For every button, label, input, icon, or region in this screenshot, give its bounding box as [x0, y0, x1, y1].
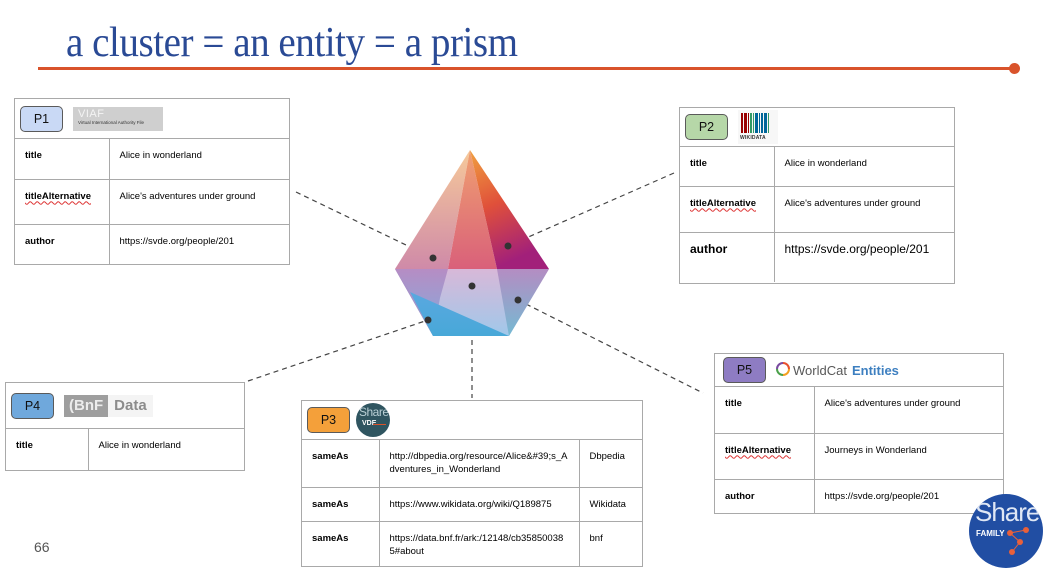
property-value: Alice in wonderland — [87, 429, 244, 470]
property-value: https://svde.org/people/201 — [813, 478, 1003, 513]
card-p2-table: title Alice in wonderland titleAlternati… — [680, 147, 954, 282]
slide-title: a cluster = an entity = a prism — [66, 20, 518, 66]
page-number: 66 — [34, 539, 50, 555]
title-divider — [38, 67, 1014, 70]
table-row: author https://svde.org/people/201 — [715, 478, 1003, 513]
card-p2: P2 WIKIDATA title Alice in wonderland — [679, 107, 955, 284]
source-label: Wikidata — [578, 486, 642, 521]
property-key: author — [15, 223, 109, 264]
badge-p1: P1 — [20, 105, 63, 132]
property-key: sameAs — [302, 520, 379, 567]
prism-point-p5 — [514, 296, 522, 304]
property-key: titleAlternative — [15, 178, 109, 224]
viaf-logo: VIAF Virtual International Authority Fil… — [73, 106, 163, 131]
property-key: sameAs — [312, 451, 349, 462]
card-p5-table: title Alice's adventures under ground ti… — [715, 387, 1003, 513]
prism-point-p1 — [429, 254, 437, 262]
card-p4-header: P4 (BnF Data — [6, 383, 244, 429]
source-label: bnf — [578, 520, 642, 567]
network-icon — [1007, 527, 1029, 555]
property-value: Journeys in Wonderland — [813, 432, 1003, 479]
connector-p1 — [295, 191, 434, 259]
table-row: author https://svde.org/people/201 — [680, 231, 954, 282]
table-row: sameAs https://data.bnf.fr/ark:/12148/cb… — [302, 520, 642, 567]
table-row: titleAlternative Journeys in Wonderland — [715, 432, 1003, 479]
card-p5: P5 WorldCat Entities title Alice's adven… — [714, 353, 1004, 514]
share-family-logo: Share FAMILY — [969, 494, 1043, 568]
badge-p3: P3 — [307, 407, 350, 433]
bnf-data-logo: (BnF Data — [64, 394, 153, 418]
property-value: https://svde.org/people/201 — [108, 223, 289, 264]
table-row: titleAlternative Alice's adventures unde… — [680, 185, 954, 232]
table-row: title Alice in wonderland — [6, 429, 244, 470]
table-row: author https://svde.org/people/201 — [15, 223, 289, 264]
card-p3-table: sameAs http://dbpedia.org/resource/Alice… — [302, 440, 642, 567]
property-value: Alice's adventures under ground — [813, 387, 1003, 433]
prism-point-p4 — [424, 316, 432, 324]
worldcat-icon — [776, 361, 790, 379]
table-row: titleAlternative Alice's adventures unde… — [15, 178, 289, 224]
property-value: https://data.bnf.fr/ark:/12148/cb3585003… — [378, 520, 579, 567]
property-value: http://dbpedia.org/resource/Alice&#39;s_… — [378, 440, 579, 487]
table-row: title Alice in wonderland — [680, 147, 954, 186]
property-value: https://svde.org/people/201 — [773, 231, 954, 282]
connector-p4 — [247, 319, 429, 382]
worldcat-entities-logo: WorldCat Entities — [776, 361, 899, 379]
table-row: title Alice's adventures under ground — [715, 387, 1003, 433]
card-p2-header: P2 WIKIDATA — [680, 108, 954, 147]
card-p4-table: title Alice in wonderland — [6, 429, 244, 470]
prism-point-p2 — [504, 242, 512, 250]
card-p4: P4 (BnF Data title Alice in wonderland — [5, 382, 245, 471]
card-p3: P3 Share VDE sameAs http://dbpedia.org/r… — [301, 400, 643, 567]
property-value: Alice's adventures under ground — [108, 178, 289, 224]
property-key: title — [690, 158, 707, 169]
badge-p5: P5 — [723, 357, 766, 383]
wikidata-logo: WIKIDATA — [738, 110, 778, 144]
card-p1-table: title Alice in wonderland titleAlternati… — [15, 139, 289, 264]
property-value: https://www.wikidata.org/wiki/Q189875 — [378, 486, 579, 521]
table-row: sameAs http://dbpedia.org/resource/Alice… — [302, 440, 642, 487]
sharevde-logo: Share VDE — [356, 403, 390, 437]
property-value: Alice's adventures under ground — [773, 185, 954, 232]
property-key: title — [25, 150, 42, 161]
property-key: title — [725, 398, 742, 409]
property-value: Alice in wonderland — [773, 147, 954, 186]
prism-point-p3 — [468, 282, 476, 290]
property-key: sameAs — [302, 486, 379, 521]
title-divider-endpoint — [1009, 63, 1020, 74]
property-key: title — [16, 440, 33, 451]
card-p5-header: P5 WorldCat Entities — [715, 354, 1003, 387]
badge-p4: P4 — [11, 392, 54, 419]
source-label: Dbpedia — [578, 440, 642, 487]
badge-p2: P2 — [685, 114, 728, 140]
connector-p5 — [517, 299, 704, 394]
card-p1-header: P1 VIAF Virtual International Authority … — [15, 99, 289, 139]
property-key: titleAlternative — [680, 185, 774, 232]
table-row: sameAs https://www.wikidata.org/wiki/Q18… — [302, 486, 642, 521]
property-key: author — [680, 231, 774, 282]
card-p1: P1 VIAF Virtual International Authority … — [14, 98, 290, 265]
property-key: author — [715, 478, 814, 513]
table-row: title Alice in wonderland — [15, 139, 289, 179]
property-key: titleAlternative — [715, 432, 814, 479]
connector-p2 — [507, 172, 675, 247]
card-p3-header: P3 Share VDE — [302, 401, 642, 440]
property-value: Alice in wonderland — [108, 139, 289, 179]
